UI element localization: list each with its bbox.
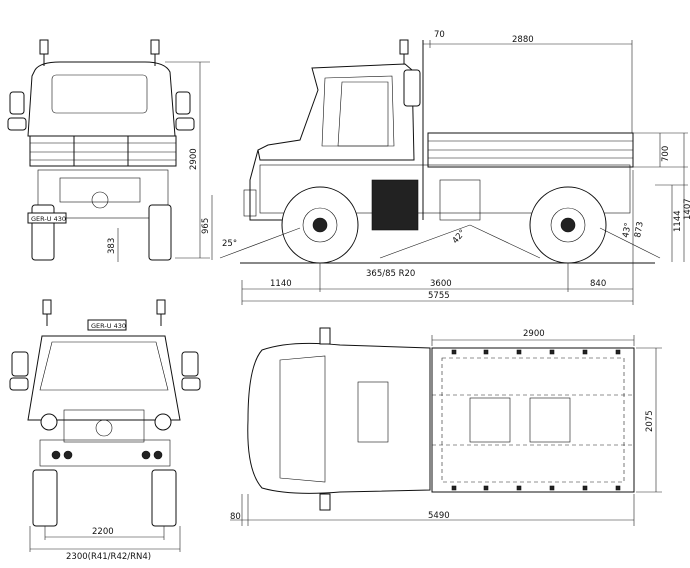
departure-height: 873 bbox=[633, 221, 646, 239]
side-width-dim: 2075 bbox=[645, 410, 655, 432]
bed-tie-points bbox=[451, 349, 621, 491]
top-dim-large: 2880 bbox=[512, 35, 534, 45]
front-offset-dim: 80 bbox=[230, 512, 241, 522]
bottom-dim-front: 1140 bbox=[270, 279, 292, 289]
bottom-dim-wheelbase: 3600 bbox=[430, 279, 452, 289]
rear-height-dim: 2900 bbox=[189, 148, 199, 170]
top-dim-small: 70 bbox=[434, 30, 445, 40]
rear-view: GER-U 430 2900 383 bbox=[7, 39, 210, 262]
side-view: 25° 42° 43° 873 965 70 2880 700 1144 140… bbox=[201, 30, 690, 305]
departure-angle: 43° bbox=[621, 222, 633, 239]
rear-plate: GER-U 430 bbox=[31, 215, 66, 223]
right-dim-2: 1144 bbox=[673, 210, 683, 232]
approach-angle: 25° bbox=[222, 239, 237, 249]
tire-size: 365/85 R20 bbox=[366, 269, 415, 279]
approach-height: 965 bbox=[201, 218, 211, 234]
front-view: GER-U 430 2200 2300(R41/R42/RN4) bbox=[9, 299, 201, 562]
ramp-angle: 42° bbox=[451, 228, 468, 246]
bottom-dim-rear: 840 bbox=[590, 279, 606, 289]
right-dim-3: 1407 bbox=[683, 198, 690, 220]
right-dim-1: 700 bbox=[661, 146, 671, 162]
top-length-dim: 5490 bbox=[428, 511, 450, 521]
front-overall-width: 2300(R41/R42/RN4) bbox=[66, 552, 151, 562]
top-view: 2900 2075 80 5490 bbox=[230, 327, 662, 526]
overall-length: 5755 bbox=[428, 291, 450, 301]
rear-wheel-dim: 383 bbox=[107, 238, 117, 254]
front-plate: GER-U 430 bbox=[91, 322, 126, 330]
top-width-dim: 2900 bbox=[523, 329, 545, 339]
front-track: 2200 bbox=[92, 527, 114, 537]
